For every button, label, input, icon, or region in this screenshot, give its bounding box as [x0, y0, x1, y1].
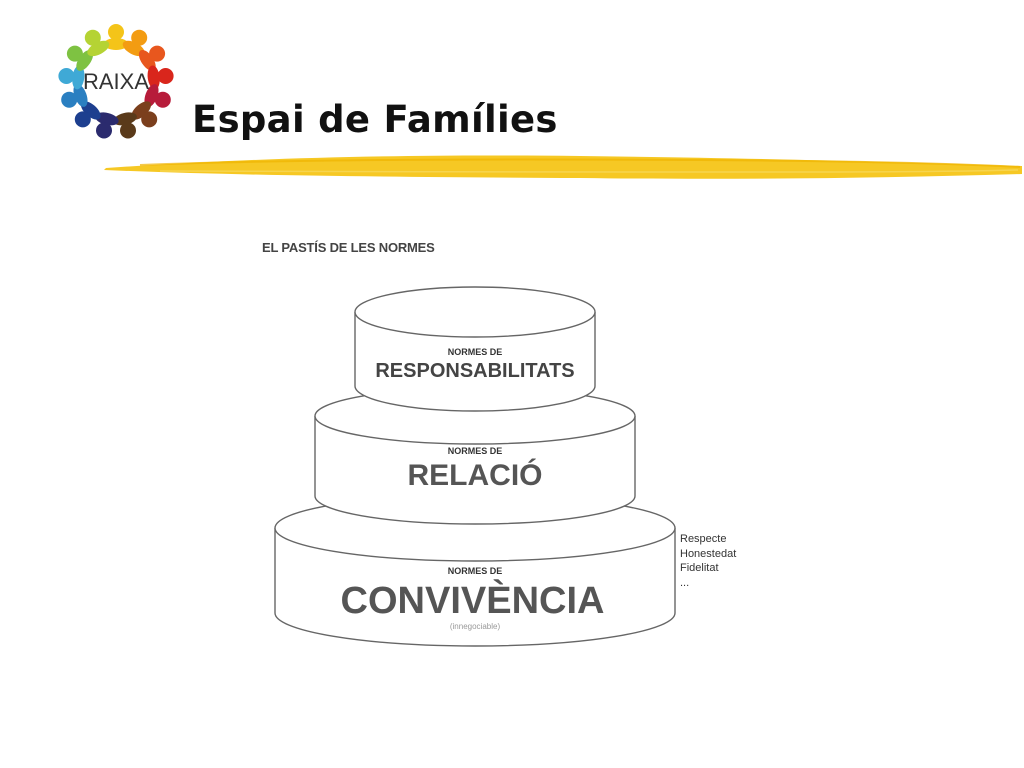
logo-person-icon	[147, 65, 174, 90]
tier-bottom-label: CONVIVÈNCIA	[340, 580, 605, 622]
values-list-item: ...	[680, 576, 690, 589]
tier-middle-subtitle: NORMES DE	[447, 446, 503, 456]
logo-person-icon	[131, 101, 158, 128]
diagram-title: EL PASTÍS DE LES NORMES	[262, 240, 435, 255]
values-list: Respecte Honestedat Fidelitat ...	[680, 532, 736, 590]
rules-cake-diagram	[250, 228, 770, 658]
tier-middle-label: RELACIÓ	[407, 459, 543, 492]
tier-bottom-subtitle: NORMES DE	[447, 566, 503, 576]
values-list-item: Honestedat	[680, 547, 737, 560]
logo-person-icon	[84, 29, 110, 57]
title-underline-brushstroke	[100, 150, 1024, 186]
logo-person-icon	[95, 112, 119, 139]
tier-bottom-note: (innegociable)	[449, 622, 501, 631]
logo-person-icon	[113, 112, 137, 139]
logo-person-icon	[138, 45, 166, 71]
raixa-logo-graphic: RAIXA	[58, 24, 174, 139]
logo-person-icon	[122, 29, 148, 57]
tier-top-subtitle: NORMES DE	[447, 347, 503, 357]
logo-person-icon	[144, 84, 171, 108]
logo-person-icon	[104, 24, 128, 50]
logo-person-icon	[58, 65, 85, 90]
page-title: Espai de Famílies	[192, 98, 558, 141]
values-list-item: Fidelitat	[680, 562, 719, 574]
cake-tier-top	[354, 286, 596, 412]
logo-text: RAIXA	[83, 69, 149, 94]
tier-top-label: RESPONSABILITATS	[375, 360, 575, 382]
raixa-logo: RAIXA	[50, 18, 182, 146]
values-list-item: Respecte	[680, 533, 727, 545]
logo-person-icon	[61, 84, 88, 108]
